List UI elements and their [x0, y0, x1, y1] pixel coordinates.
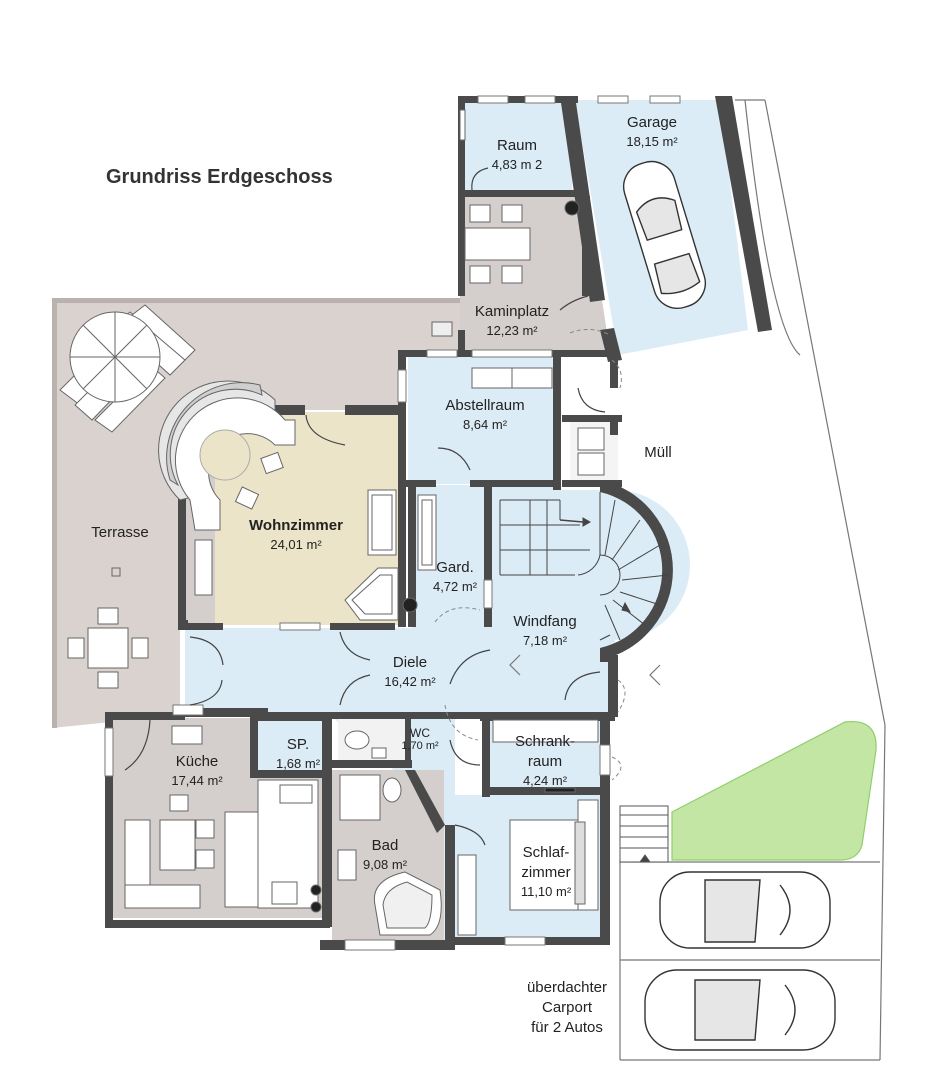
carport-car-2: [644, 969, 836, 1051]
sp-floor: [255, 718, 327, 770]
room-name: Wohnzimmer: [249, 517, 343, 534]
carport-line-3: für 2 Autos: [531, 1019, 603, 1036]
room-label-abstellraum: Abstellraum 8,64 m²: [445, 396, 524, 433]
carport-line-1: überdachter: [526, 979, 608, 996]
plan-title: Grundriss Erdgeschoss: [106, 166, 333, 188]
room-name-line2: zimmer: [521, 864, 571, 881]
walls: [105, 96, 772, 950]
wohnzimmer-floor: [215, 412, 400, 625]
room-area: 4,24 m²: [522, 773, 568, 788]
room-area: 12,23 m²: [486, 323, 538, 338]
carport-car-1: [659, 871, 831, 949]
room-label-sp: SP. 1,68 m²: [276, 735, 320, 772]
windfang-floor: [495, 490, 690, 715]
staircase: [499, 492, 669, 641]
door-swings: [124, 167, 611, 846]
room-area: 4,72 m²: [432, 579, 478, 594]
room-name-line2: raum: [527, 753, 563, 770]
room-name: Gard.: [436, 559, 474, 576]
room-area: 8,64 m²: [462, 417, 508, 432]
door-dashed: [434, 329, 626, 781]
room-area: 9,08 m²: [362, 857, 408, 872]
room-name: Abstellraum: [445, 397, 525, 414]
room-label-muell: Müll: [644, 443, 672, 463]
room-area: 4,83 m 2: [491, 157, 543, 172]
room-label-kueche: Küche 17,44 m²: [171, 752, 222, 789]
room-name: SP.: [286, 736, 310, 753]
room-label-terrasse: Terrasse: [91, 523, 149, 543]
room-area: 11,10 m²: [520, 884, 572, 899]
raum-floor: [460, 100, 572, 190]
room-name: Garage: [626, 114, 678, 131]
room-name: WC: [409, 726, 430, 740]
room-area: 1,68 m²: [275, 756, 321, 771]
room-name-line1: Schrank-: [514, 733, 576, 750]
entry-arrows: [509, 654, 661, 686]
room-label-windfang: Windfang 7,18 m²: [513, 612, 576, 649]
room-name: Windfang: [513, 613, 577, 630]
terrace-furniture: [59, 304, 196, 689]
room-name-line1: Schlaf-: [522, 844, 570, 861]
garden-bed: [671, 720, 877, 861]
room-label-schlafzimmer: Schlaf- zimmer 11,10 m²: [521, 843, 571, 900]
room-area: 7,18 m²: [522, 633, 568, 648]
living-furniture: [158, 380, 437, 621]
garage-car: [622, 160, 707, 309]
storage-furniture: [471, 367, 605, 476]
entrance-steps: [619, 805, 669, 863]
room-label-diele: Diele 16,42 m²: [384, 653, 435, 690]
room-name: Bad: [371, 837, 399, 854]
room-label-wc: WC 1,70 m²: [401, 726, 438, 753]
room-label-bad: Bad 9,08 m²: [363, 836, 407, 873]
room-name: Raum: [496, 137, 537, 154]
carport-label: überdachter Carport für 2 Autos: [512, 978, 622, 1038]
room-area: 24,01 m²: [270, 537, 322, 552]
windows: [104, 95, 681, 951]
room-label-garage: Garage 18,15 m²: [626, 113, 677, 150]
room-name: Müll: [644, 444, 672, 461]
kitchen-furniture: [124, 725, 322, 913]
kamin-furniture: [431, 109, 580, 337]
room-area: 17,44 m²: [171, 773, 223, 788]
room-name: Terrasse: [91, 524, 149, 541]
room-name: Küche: [175, 753, 219, 770]
room-label-gard: Gard. 4,72 m²: [433, 558, 477, 595]
room-name: Kaminplatz: [474, 303, 550, 320]
room-label-raum: Raum 4,83 m 2: [492, 136, 543, 173]
bath-furniture: [337, 730, 442, 936]
room-label-kaminplatz: Kaminplatz 12,23 m²: [475, 302, 549, 339]
room-label-wohnzimmer: Wohnzimmer 24,01 m²: [249, 516, 343, 553]
bedroom-furniture: [457, 719, 599, 936]
room-label-schrankraum: Schrank- raum 4,24 m²: [515, 732, 575, 789]
carport-line-2: Carport: [541, 999, 593, 1016]
room-area: 1,70 m²: [401, 740, 439, 752]
room-area: 16,42 m²: [384, 674, 436, 689]
room-name: Diele: [392, 654, 428, 671]
room-area: 18,15 m²: [626, 134, 678, 149]
